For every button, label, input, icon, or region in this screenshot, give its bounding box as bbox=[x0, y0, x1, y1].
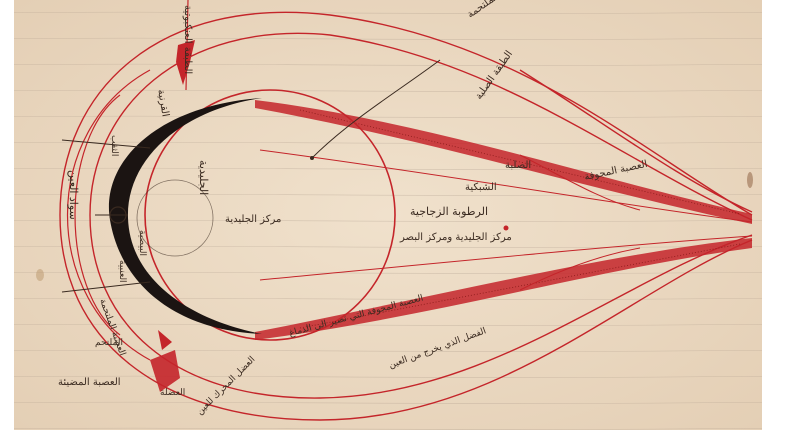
label-left-bottom-3: الملتحم bbox=[95, 338, 123, 348]
label-retina: الشبكية bbox=[465, 182, 497, 193]
label-top-left-vertical: الطبقة العنكبوتية bbox=[182, 5, 193, 74]
label-bottom: العضلة bbox=[160, 388, 185, 398]
stain bbox=[36, 269, 44, 281]
label-left-bottom-1: العصبة المضيئة bbox=[58, 377, 121, 388]
stain bbox=[747, 172, 753, 188]
label-pupil: الثقب bbox=[109, 135, 119, 156]
label-aqueous: البيضية bbox=[137, 230, 147, 256]
label-iris: سواد العين bbox=[67, 170, 80, 220]
pointer-dot bbox=[310, 156, 314, 160]
right-margin bbox=[762, 0, 790, 433]
label-vitreous-center: مركز الجليدية ومركز البصر bbox=[399, 232, 512, 243]
label-sclera: الصلبة bbox=[505, 160, 531, 171]
label-uvea: العنبية bbox=[117, 260, 127, 283]
label-lens-center: مركز الجليدية bbox=[225, 214, 281, 225]
label-lens: الجليدية bbox=[197, 160, 210, 195]
center-dot bbox=[504, 226, 509, 231]
label-vitreous: الرطوبة الزجاجية bbox=[410, 205, 488, 218]
